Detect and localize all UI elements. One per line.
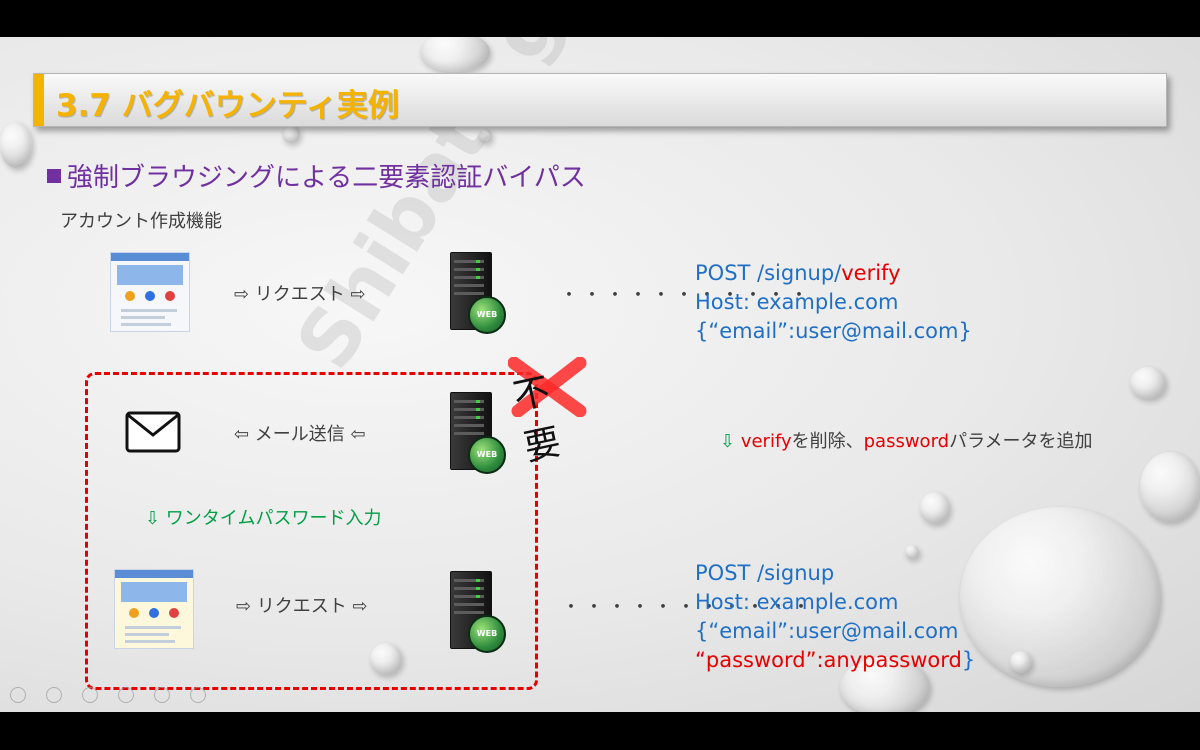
water-drop (920, 492, 950, 524)
globe-icon: WEB (468, 296, 506, 334)
bullet-text: 強制ブラウジングによる二要素認証バイパス (67, 163, 586, 193)
slide: Shibata ga nai 3.7 バグバウンティ実例 強制ブラウジングによる… (0, 37, 1200, 712)
dotted-connector: ・・・・・・・・・・・ (560, 285, 813, 306)
bullet-square-icon (47, 169, 61, 183)
slide-title: 3.7 バグバウンティ実例 (56, 88, 399, 124)
title-accent (34, 74, 44, 126)
globe-icon: WEB (468, 436, 506, 474)
letterbox-bottom (0, 712, 1200, 750)
envelope-icon (125, 411, 181, 457)
title-bar: 3.7 バグバウンティ実例 (33, 73, 1167, 127)
globe-icon: WEB (468, 615, 506, 653)
slideshow-prev-button[interactable] (10, 687, 26, 703)
water-drop (1140, 452, 1200, 522)
water-drop (0, 122, 32, 168)
letterbox-top (0, 0, 1200, 37)
web-server-icon: WEB (446, 571, 506, 653)
water-drop (1010, 651, 1032, 673)
water-drop (420, 37, 490, 72)
browser-window-icon (114, 569, 194, 649)
mail-send-label: ⇦ メール送信 ⇦ (234, 424, 366, 445)
water-drop (478, 129, 492, 143)
slideshow-more-button[interactable] (190, 687, 206, 703)
browser-window-icon (110, 252, 190, 332)
water-drop (1130, 367, 1166, 399)
stamp-not-required: 不要 (508, 357, 588, 469)
skipped-steps-box (85, 372, 538, 690)
request-2-code: POST /signup Host: example.com {“email”:… (695, 561, 976, 672)
request-label-2: ⇨ リクエスト ⇨ (236, 596, 368, 617)
slideshow-next-button[interactable] (46, 687, 62, 703)
water-drop (282, 125, 300, 143)
dotted-connector: ・・・・・・・・・・・ (562, 597, 815, 618)
web-server-icon: WEB (446, 392, 506, 474)
water-drop (960, 507, 1160, 687)
request-label-1: ⇨ リクエスト ⇨ (234, 284, 366, 305)
web-server-icon: WEB (446, 252, 506, 334)
section-label: アカウント作成機能 (60, 211, 222, 232)
request-1-code: POST /signup/verify Host: example.com {“… (695, 261, 972, 343)
slideshow-pen-button[interactable] (82, 687, 98, 703)
modification-note: ⇩ verifyを削除、passwordパラメータを追加 (720, 431, 1093, 452)
otp-input-label: ⇩ ワンタイムパスワード入力 (145, 508, 382, 529)
water-drop (905, 545, 919, 559)
slideshow-zoom-button[interactable] (154, 687, 170, 703)
water-drop (370, 643, 402, 675)
slideshow-grid-button[interactable] (118, 687, 134, 703)
water-drop (840, 657, 930, 712)
bullet-heading: 強制ブラウジングによる二要素認証バイパス (47, 157, 586, 194)
